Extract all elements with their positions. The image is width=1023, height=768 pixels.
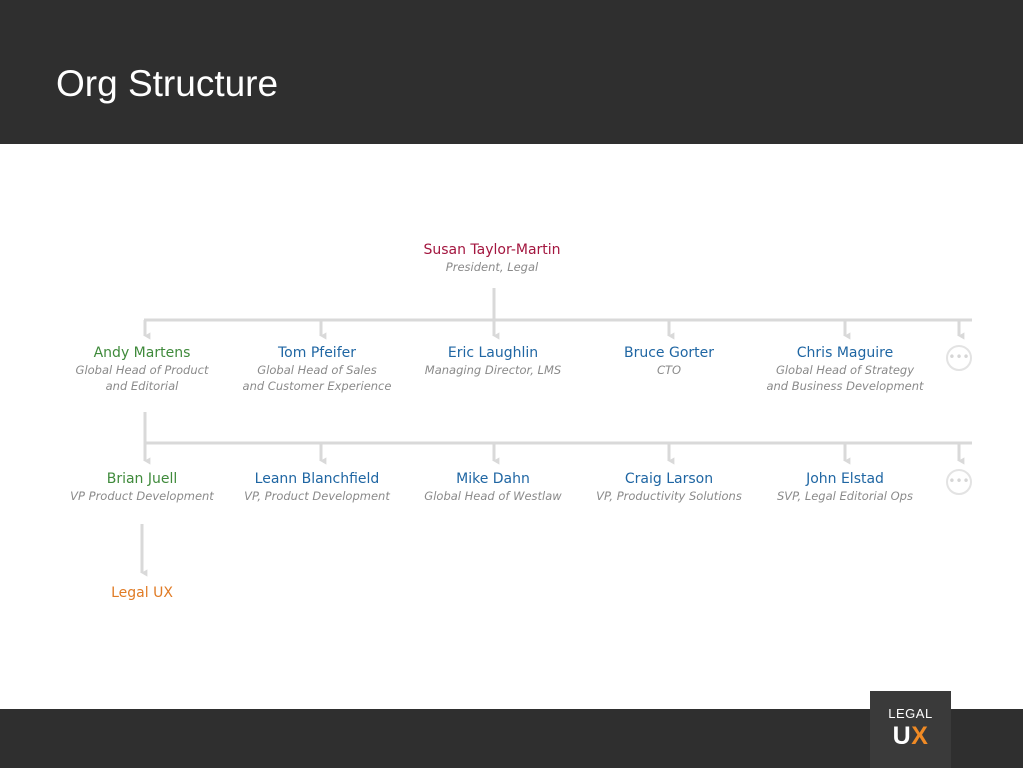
logo-line1: LEGAL (888, 706, 933, 721)
node-name: Brian Juell (106, 471, 178, 487)
slide-header: Org Structure (0, 0, 1023, 144)
node-name: Bruce Gorter (623, 345, 715, 361)
org-node-row2-3: Mike Dahn Global Head of Westlaw (408, 470, 578, 504)
slide-title: Org Structure (56, 63, 279, 104)
org-node-row1-3: Eric Laughlin Managing Director, LMS (408, 344, 578, 378)
node-name: Legal UX (111, 585, 173, 601)
node-role: Managing Director, LMS (424, 363, 562, 377)
node-name: John Elstad (806, 471, 884, 487)
org-node-row1-4: Bruce Gorter CTO (584, 344, 754, 378)
node-role: Global Head of Product and Editorial (75, 363, 209, 393)
legal-ux-logo: LEGAL UX (870, 691, 951, 768)
node-name: Mike Dahn (456, 471, 530, 487)
node-name: Tom Pfeifer (278, 345, 356, 361)
node-name: Chris Maguire (796, 345, 894, 361)
logo-u: U (892, 722, 912, 750)
node-role: Global Head of Sales and Customer Experi… (242, 363, 392, 393)
org-node-row2-1: Brian Juell VP Product Development (57, 470, 227, 504)
org-node-row1-5: Chris Maguire Global Head of Strategy an… (760, 344, 930, 394)
node-role: VP Product Development (70, 489, 214, 503)
node-role: SVP, Legal Editorial Ops (777, 489, 913, 503)
org-node-row2-4: Craig Larson VP, Productivity Solutions (584, 470, 754, 504)
node-role: CTO (656, 363, 682, 377)
node-role: Global Head of Strategy and Business Dev… (766, 363, 924, 393)
node-name: Leann Blanchfield (254, 471, 380, 487)
node-name: Susan Taylor-Martin (423, 242, 561, 258)
org-node-row2-2: Leann Blanchfield VP, Product Developmen… (232, 470, 402, 504)
org-node-president: Susan Taylor-Martin President, Legal (407, 241, 577, 275)
node-role: VP, Productivity Solutions (596, 489, 742, 503)
logo-x: X (911, 722, 929, 750)
ellipsis-icon[interactable]: ••• (946, 345, 972, 371)
node-role: Global Head of Westlaw (424, 489, 562, 503)
slide-footer (0, 709, 1023, 768)
org-node-row1-2: Tom Pfeifer Global Head of Sales and Cus… (232, 344, 402, 394)
org-node-row1-1: Andy Martens Global Head of Product and … (57, 344, 227, 394)
node-name: Andy Martens (93, 345, 191, 361)
ellipsis-icon[interactable]: ••• (946, 469, 972, 495)
node-role: VP, Product Development (244, 489, 390, 503)
node-name: Craig Larson (624, 471, 714, 487)
org-node-team: Legal UX (57, 584, 227, 602)
logo-line2: UX (870, 722, 951, 751)
org-node-row2-5: John Elstad SVP, Legal Editorial Ops (760, 470, 930, 504)
node-role: President, Legal (445, 260, 539, 274)
node-name: Eric Laughlin (447, 345, 539, 361)
